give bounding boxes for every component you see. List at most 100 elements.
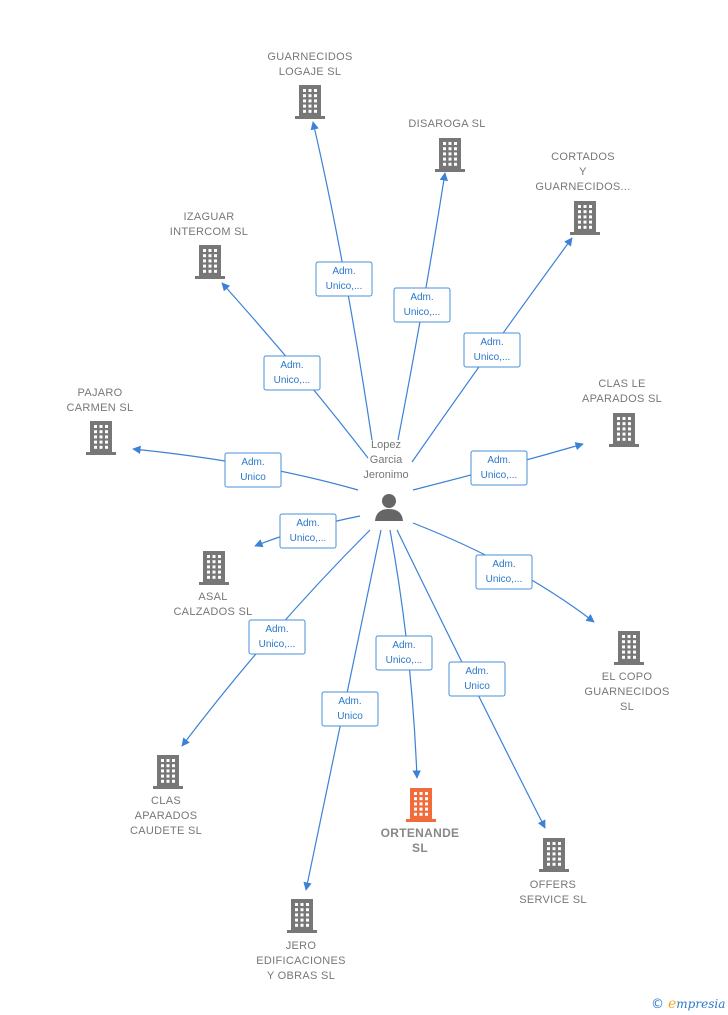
- building-icon[interactable]: [199, 551, 229, 585]
- copyright-symbol: ©: [651, 997, 664, 1012]
- company-name-line[interactable]: INTERCOM SL: [170, 226, 248, 238]
- role-label-guarnecidos-logaje: Adm. Unico,...: [315, 261, 373, 297]
- company-name-line[interactable]: GUARNECIDOS...: [535, 181, 630, 193]
- company-node-clas-le-aparados[interactable]: CLAS LE APARADOS SL: [582, 378, 662, 447]
- brand-footer[interactable]: © empresia: [651, 996, 725, 1012]
- role-text-line: Unico: [464, 681, 490, 692]
- company-name-line[interactable]: EL COPO: [602, 671, 653, 683]
- company-node-jero-edificaciones[interactable]: JERO EDIFICACIONES Y OBRAS SL: [256, 899, 345, 982]
- role-text-line: Adm.: [492, 559, 515, 570]
- company-node-asal-calzados[interactable]: ASAL CALZADOS SL: [173, 551, 252, 618]
- role-labels: Adm.Unico,...Adm.Unico,...Adm.Unico,...A…: [224, 261, 533, 727]
- role-text-line: Adm.: [465, 666, 488, 677]
- person-name-line[interactable]: Lopez: [371, 439, 401, 451]
- role-label-izaguar-intercom: Adm. Unico,...: [263, 355, 321, 391]
- role-text-line: Adm.: [241, 457, 264, 468]
- role-text-line: Unico,...: [386, 655, 423, 666]
- role-text-line: Adm.: [280, 360, 303, 371]
- role-text-line: Adm.: [392, 640, 415, 651]
- role-label-el-copo-guarnecidos: Adm. Unico,...: [475, 554, 533, 590]
- company-node-pajaro-carmen[interactable]: PAJARO CARMEN SL: [67, 387, 134, 455]
- company-name-line[interactable]: LOGAJE SL: [279, 66, 342, 78]
- company-node-clas-aparados-caudete[interactable]: CLAS APARADOS CAUDETE SL: [130, 755, 202, 837]
- role-text-line: Adm.: [265, 624, 288, 635]
- company-node-disaroga[interactable]: DISAROGA SL: [408, 118, 485, 172]
- company-name-line[interactable]: GUARNECIDOS: [584, 686, 669, 698]
- role-label-pajaro-carmen: Adm. Unico: [224, 452, 282, 488]
- company-name-line[interactable]: JERO: [286, 940, 317, 952]
- role-text-line: Unico,...: [290, 533, 327, 544]
- building-icon[interactable]: [153, 755, 183, 789]
- role-text-line: Adm.: [480, 337, 503, 348]
- company-name-line[interactable]: IZAGUAR: [184, 211, 235, 223]
- role-text-line: Unico,...: [481, 470, 518, 481]
- company-nodes: GUARNECIDOS LOGAJE SL DISAROGA SL CORTADOS Y…: [67, 51, 670, 982]
- role-label-clas-le-aparados: Adm. Unico,...: [470, 450, 528, 486]
- role-text-line: Unico,...: [274, 375, 311, 386]
- company-node-guarnecidos-logaje[interactable]: GUARNECIDOS LOGAJE SL: [267, 51, 352, 119]
- role-text-line: Unico,...: [259, 639, 296, 650]
- company-name-line[interactable]: Y: [579, 166, 587, 178]
- company-node-cortados-guarnecidos[interactable]: CORTADOS Y GUARNECIDOS...: [535, 151, 630, 235]
- person-name-line[interactable]: Jeronimo: [363, 469, 408, 481]
- building-icon[interactable]: [406, 788, 436, 822]
- company-name-line[interactable]: GUARNECIDOS: [267, 51, 352, 63]
- company-name-line[interactable]: CLAS LE: [598, 378, 645, 390]
- company-name-line[interactable]: EDIFICACIONES: [256, 955, 345, 967]
- building-icon[interactable]: [570, 201, 600, 235]
- building-icon[interactable]: [195, 245, 225, 279]
- role-label-cortados-guarnecidos: Adm. Unico,...: [463, 332, 521, 368]
- company-name-line[interactable]: SL: [620, 701, 634, 713]
- building-icon[interactable]: [287, 899, 317, 933]
- role-text-line: Unico,...: [486, 574, 523, 585]
- role-text-line: Unico,...: [404, 307, 441, 318]
- building-icon[interactable]: [539, 838, 569, 872]
- company-name-line[interactable]: CARMEN SL: [67, 402, 134, 414]
- company-name-line[interactable]: DISAROGA SL: [408, 118, 485, 130]
- company-node-el-copo-guarnecidos[interactable]: EL COPO GUARNECIDOS SL: [584, 631, 669, 713]
- company-name-line[interactable]: SERVICE SL: [519, 894, 587, 906]
- company-name-line[interactable]: APARADOS SL: [582, 393, 662, 405]
- role-text-line: Unico,...: [326, 281, 363, 292]
- building-icon[interactable]: [86, 421, 116, 455]
- role-text-line: Adm.: [338, 696, 361, 707]
- company-name-line[interactable]: CLAS: [151, 795, 181, 807]
- company-name-line[interactable]: APARADOS: [135, 810, 198, 822]
- role-text-line: Unico,...: [474, 352, 511, 363]
- company-name-line[interactable]: SL: [412, 841, 428, 855]
- building-icon[interactable]: [435, 138, 465, 172]
- role-label-jero-edificaciones: Adm. Unico: [321, 691, 379, 727]
- building-icon[interactable]: [295, 85, 325, 119]
- brand-rest: mpresia: [676, 997, 725, 1011]
- company-name-line[interactable]: PAJARO: [78, 387, 123, 399]
- company-name-line[interactable]: CALZADOS SL: [173, 606, 252, 618]
- role-label-asal-calzados: Adm. Unico,...: [279, 513, 337, 549]
- brand-first-letter: e: [668, 996, 676, 1012]
- brand-logo[interactable]: empresia: [668, 996, 725, 1012]
- role-label-disaroga: Adm. Unico,...: [393, 287, 451, 323]
- person-name-line[interactable]: Garcia: [370, 454, 403, 466]
- person-icon[interactable]: [375, 494, 403, 521]
- role-text-line: Adm.: [332, 266, 355, 277]
- company-name-line[interactable]: ASAL: [198, 591, 227, 603]
- company-name-line[interactable]: ORTENANDE: [381, 826, 460, 840]
- company-name-line[interactable]: Y OBRAS SL: [267, 970, 335, 982]
- role-text-line: Unico: [240, 472, 266, 483]
- role-label-offers-service: Adm. Unico: [448, 661, 506, 697]
- role-text-line: Adm.: [487, 455, 510, 466]
- company-node-izaguar-intercom[interactable]: IZAGUAR INTERCOM SL: [170, 211, 248, 279]
- role-label-ortenande: Adm. Unico,...: [375, 635, 433, 671]
- role-text-line: Unico: [337, 711, 363, 722]
- company-name-line[interactable]: CORTADOS: [551, 151, 615, 163]
- role-text-line: Adm.: [410, 292, 433, 303]
- role-label-clas-aparados-caudete: Adm. Unico,...: [248, 619, 306, 655]
- role-text-line: Adm.: [296, 518, 319, 529]
- building-icon[interactable]: [609, 413, 639, 447]
- company-name-line[interactable]: CAUDETE SL: [130, 825, 202, 837]
- company-node-offers-service[interactable]: OFFERS SERVICE SL: [519, 838, 587, 906]
- building-icon[interactable]: [614, 631, 644, 665]
- company-name-line[interactable]: OFFERS: [530, 879, 576, 891]
